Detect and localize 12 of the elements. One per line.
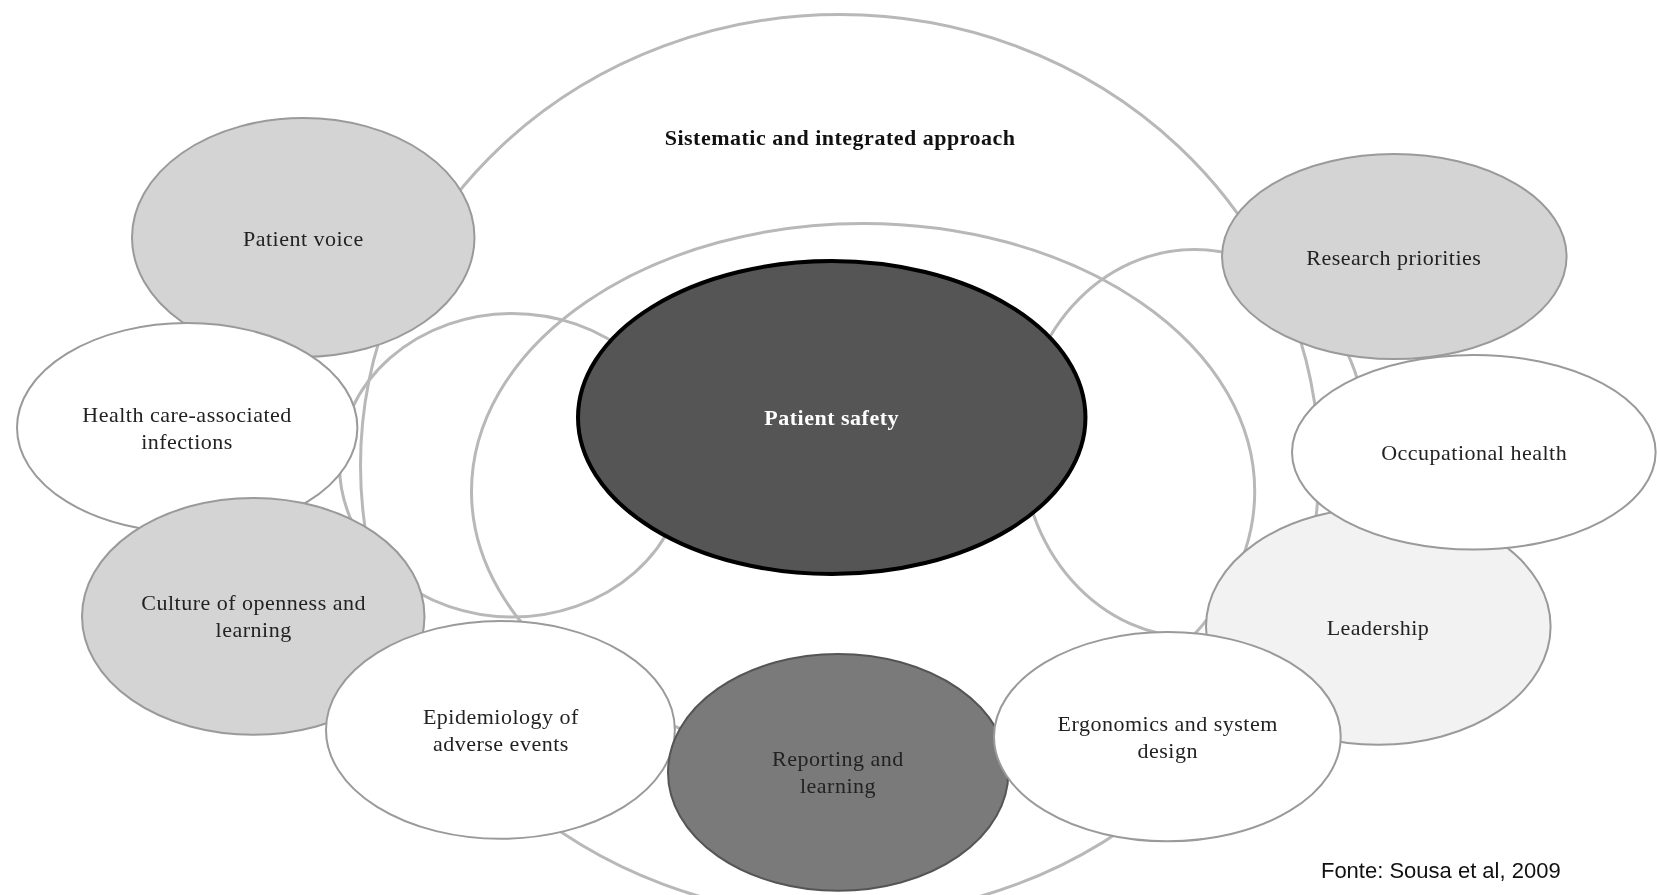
heading-text: Sistematic and integrated approach bbox=[663, 123, 1017, 151]
topic-label: Research priorities bbox=[1305, 243, 1483, 271]
source-caption: Fonte: Sousa et al, 2009 bbox=[1320, 858, 1561, 885]
topic-label: Health care-associated infections bbox=[81, 400, 293, 455]
topic-label: Patient safety bbox=[763, 403, 900, 431]
topic-label: Patient voice bbox=[241, 224, 365, 252]
topic-label: Epidemiology of adverse events bbox=[421, 703, 580, 758]
topic-label: Reporting and learning bbox=[771, 745, 905, 800]
topic-label: Occupational health bbox=[1380, 438, 1569, 466]
topic-label: Culture of openness and learning bbox=[140, 589, 367, 644]
topic-label: Ergonomics and system design bbox=[1056, 709, 1279, 764]
topic-label: Leadership bbox=[1325, 613, 1431, 641]
